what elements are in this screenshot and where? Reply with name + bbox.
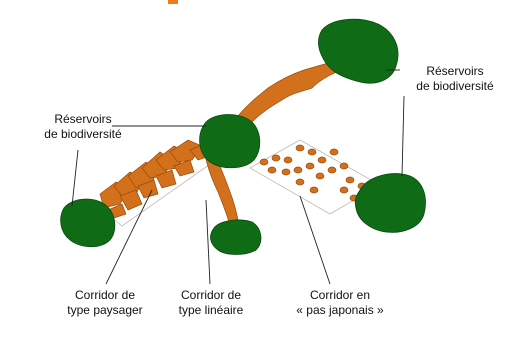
label-reservoir-right-line1: Réservoirs	[400, 64, 510, 79]
label-reservoir-left-line2: de biodiversité	[28, 127, 138, 142]
leader-reservoir-left-to-blob	[72, 150, 78, 206]
label-corridor-stepping-line2: « pas japonais »	[280, 303, 400, 318]
label-reservoir-left-line1: Réservoirs	[28, 112, 138, 127]
label-corridor-linear: Corridor de type linéaire	[158, 288, 264, 318]
label-corridor-stepping: Corridor en « pas japonais »	[280, 288, 400, 318]
label-reservoir-right: Réservoirs de biodiversité	[400, 64, 510, 94]
reservoir-center	[200, 115, 260, 168]
label-corridor-landscape-line1: Corridor de	[50, 288, 160, 303]
leader-reservoir-right-down	[402, 96, 404, 176]
label-corridor-stepping-line1: Corridor en	[280, 288, 400, 303]
title-accent-mark	[168, 0, 178, 4]
reservoir-bottom	[211, 220, 261, 255]
label-reservoir-right-line2: de biodiversité	[400, 79, 510, 94]
reservoir-left	[61, 199, 115, 247]
label-corridor-linear-line1: Corridor de	[158, 288, 264, 303]
leader-corridor-linear	[206, 200, 210, 284]
label-corridor-linear-line2: type linéaire	[158, 303, 264, 318]
label-corridor-landscape: Corridor de type paysager	[50, 288, 160, 318]
label-corridor-landscape-line2: type paysager	[50, 303, 160, 318]
label-reservoir-left: Réservoirs de biodiversité	[28, 112, 138, 142]
